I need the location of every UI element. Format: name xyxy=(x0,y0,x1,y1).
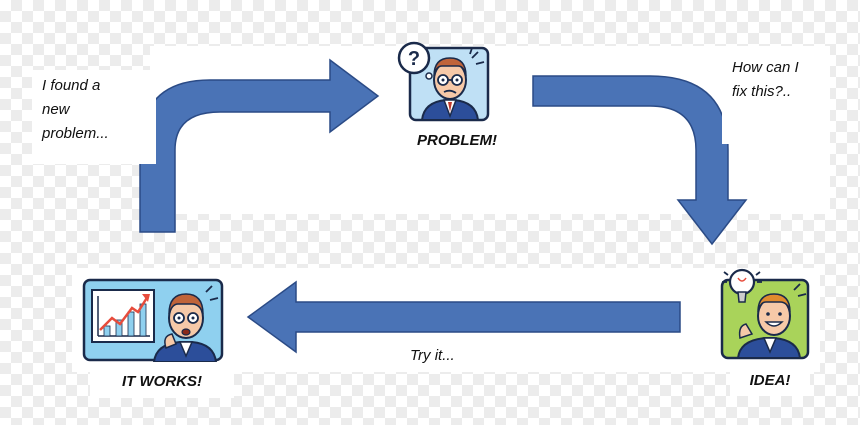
caption-problem-text: PROBLEM! xyxy=(417,132,497,149)
caption-problem: PROBLEM! xyxy=(398,126,516,156)
caption-works-text: IT WORKS! xyxy=(122,373,202,390)
arrow-found-to-problem xyxy=(139,58,380,233)
caption-try-text: Try it... xyxy=(410,347,455,364)
caption-found-line-2: new xyxy=(42,101,70,118)
caption-fix-line-2: fix this?.. xyxy=(732,83,792,100)
caption-found-line-3: problem... xyxy=(42,125,109,142)
caption-found-line-1: I found a xyxy=(42,77,101,94)
caption-it-works: IT WORKS! xyxy=(90,366,234,398)
caption-try-it: Try it... xyxy=(402,342,490,370)
smiling-man-lightbulb-icon xyxy=(720,268,810,360)
confused-man-question-icon: ? xyxy=(397,41,490,122)
man-growth-chart-icon xyxy=(82,278,224,362)
svg-text:?: ? xyxy=(408,48,420,70)
caption-fix-line-1: How can I xyxy=(732,59,799,76)
caption-idea-text: IDEA! xyxy=(749,372,791,389)
caption-how-can-i-fix: How can I fix this?.. xyxy=(722,50,830,144)
caption-idea: IDEA! xyxy=(730,366,810,396)
arrow-problem-to-idea xyxy=(532,75,748,246)
arrow-idea-to-works xyxy=(246,280,681,354)
caption-found-new-problem: I found a new problem... xyxy=(32,70,156,164)
